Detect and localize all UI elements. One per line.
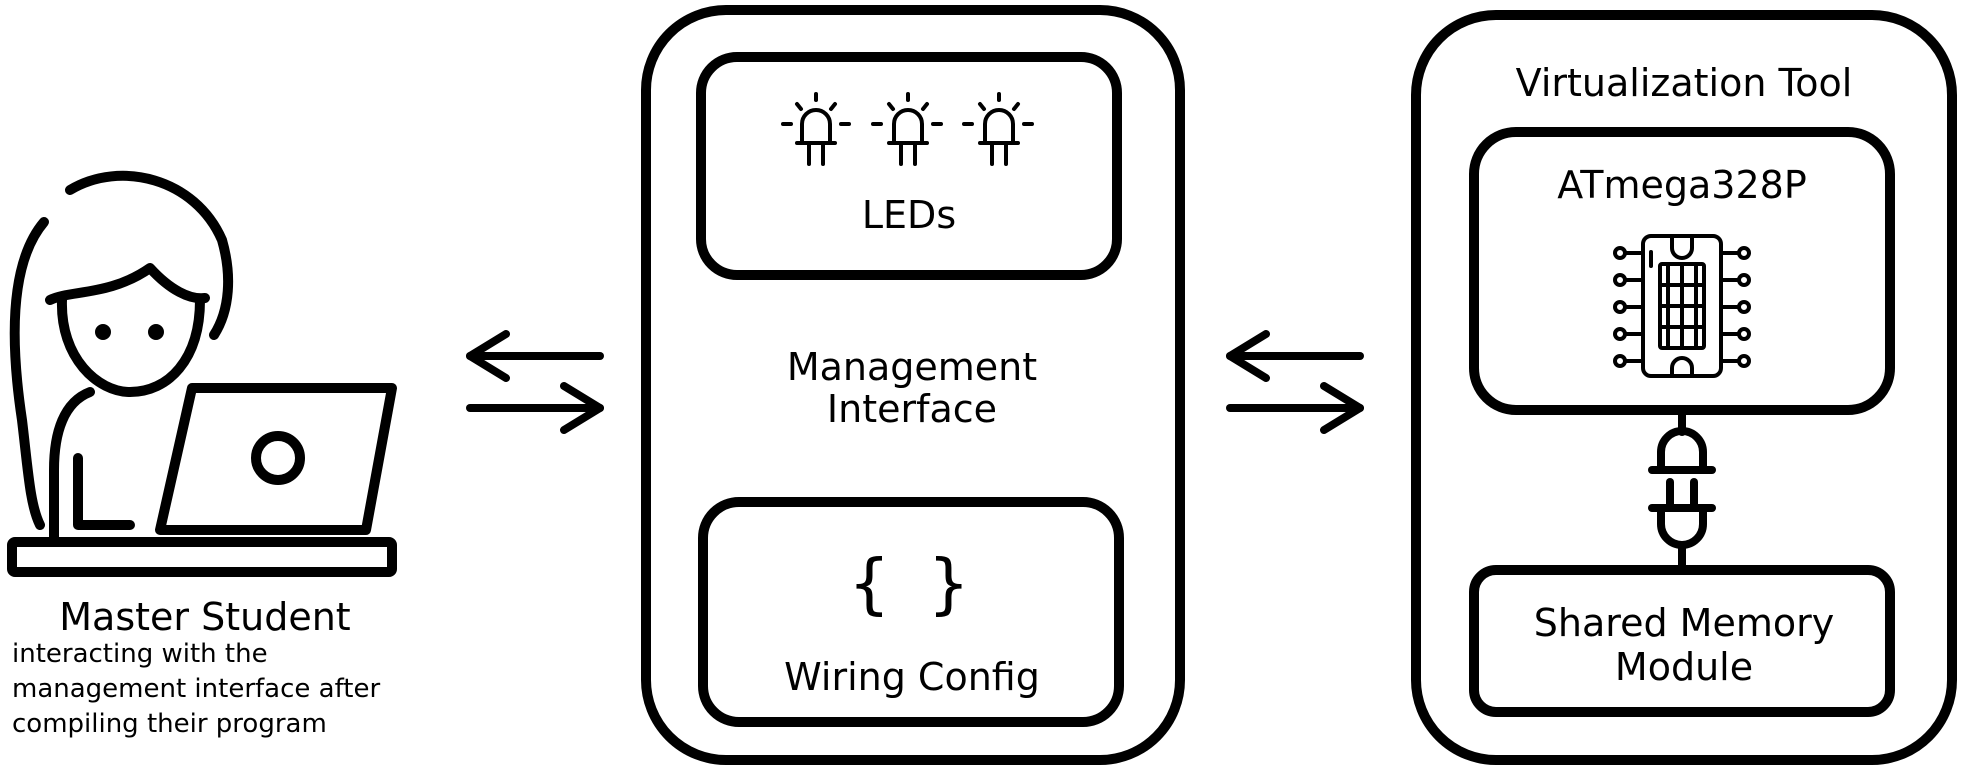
wiring-config-box	[698, 497, 1124, 727]
bidirectional-arrows-icon	[1226, 330, 1364, 434]
plug-socket-icon	[1648, 408, 1716, 572]
student-description-line-2: management interface after	[12, 674, 380, 704]
virtualization-tool-panel: Virtualization Tool ATmega328P	[1411, 10, 1957, 765]
management-title-line-2: Interface	[827, 387, 997, 431]
led-icon	[781, 92, 1034, 166]
bidirectional-arrows-icon	[466, 330, 604, 434]
management-interface-panel: LEDs Management Interface { } Wiring Con…	[641, 5, 1185, 765]
chip-icon	[1613, 234, 1751, 378]
braces-icon: { }	[849, 545, 968, 622]
shared-memory-label-line-1: Shared Memory	[1534, 601, 1834, 645]
wiring-config-label: Wiring Config	[784, 655, 1040, 699]
student-description-line-3: compiling their program	[12, 709, 327, 739]
student-description-line-1: interacting with the	[12, 639, 268, 669]
student-laptop-icon	[7, 170, 397, 577]
mcu-label: ATmega328P	[1557, 163, 1807, 207]
management-title-line-1: Management	[787, 345, 1037, 389]
leds-box	[696, 52, 1122, 280]
shared-memory-label-line-2: Module	[1615, 645, 1753, 689]
virtualization-title: Virtualization Tool	[1516, 61, 1853, 105]
leds-label: LEDs	[862, 193, 956, 237]
shared-memory-box	[1469, 565, 1895, 717]
student-title: Master Student	[59, 595, 350, 639]
